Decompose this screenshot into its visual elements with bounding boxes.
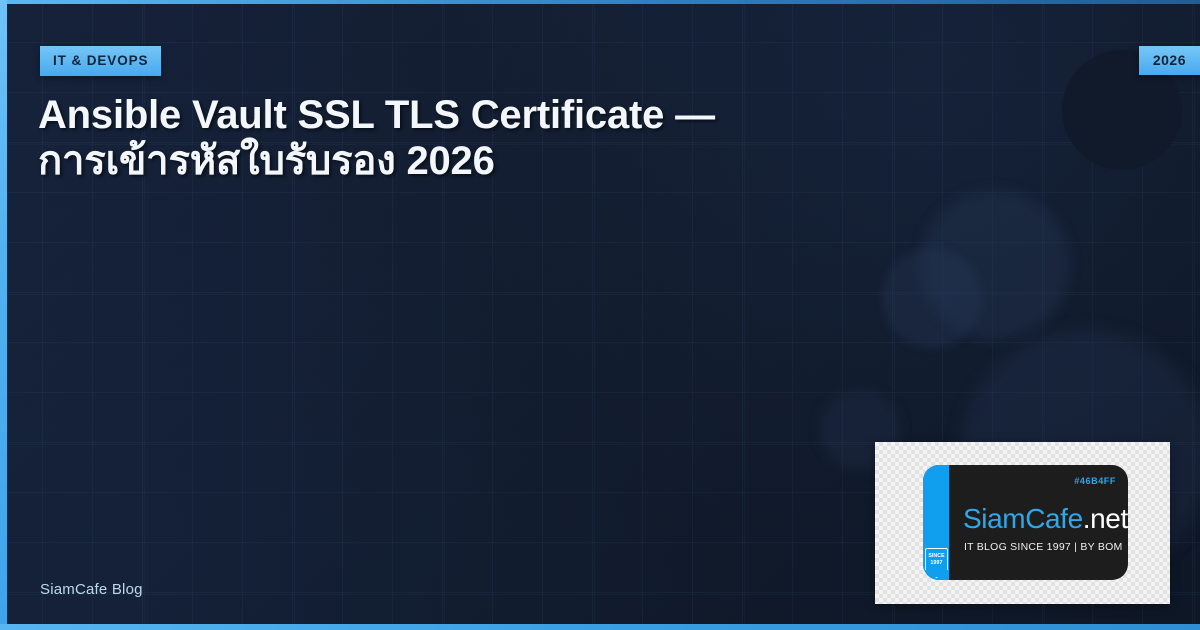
logo-wordmark-suffix: .net xyxy=(1082,503,1128,534)
since-shield-icon: SINCE 1997 xyxy=(925,548,948,578)
decorative-circle-mid-right xyxy=(920,190,1070,340)
left-accent-border xyxy=(0,0,7,630)
logo-wordmark-primary: SiamCafe xyxy=(963,503,1083,534)
bottom-accent-border xyxy=(0,624,1200,630)
top-accent-border xyxy=(0,0,1200,4)
page-title: Ansible Vault SSL TLS Certificate — การเ… xyxy=(38,93,726,184)
category-badge[interactable]: IT & DEVOPS xyxy=(40,46,162,76)
shield-line-2: 1997 xyxy=(930,559,943,566)
logo-hex-code: #46B4FF xyxy=(1074,476,1116,486)
decorative-circle-small-upper xyxy=(882,248,982,348)
logo-badge: SINCE 1997 #46B4FF SiamCafe.net IT BLOG … xyxy=(923,465,1128,580)
logo-card: SINCE 1997 #46B4FF SiamCafe.net IT BLOG … xyxy=(875,442,1170,604)
footer-brand: SiamCafe Blog xyxy=(40,581,143,598)
year-badge[interactable]: 2026 xyxy=(1138,46,1200,75)
logo-wordmark: SiamCafe.net xyxy=(963,505,1128,533)
logo-tagline: IT BLOG SINCE 1997 | BY BOM xyxy=(964,541,1123,553)
shield-line-1: SINCE xyxy=(928,553,945,559)
